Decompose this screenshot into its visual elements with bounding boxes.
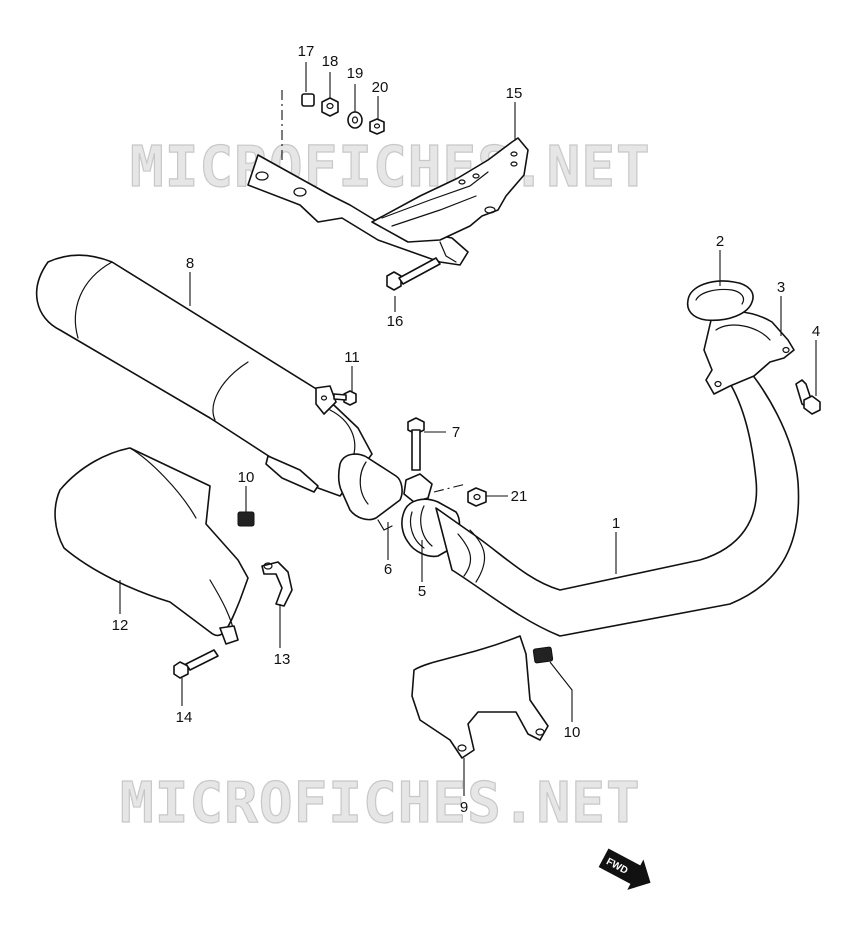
callout-12: 12: [112, 617, 129, 634]
nut-18: [321, 97, 339, 117]
callout-7: 7: [452, 424, 460, 441]
callout-3: 3: [777, 279, 785, 296]
callout-4: 4: [812, 323, 820, 340]
callout-8: 8: [186, 255, 194, 272]
callout-19: 19: [347, 65, 364, 82]
callout-21: 21: [511, 488, 528, 505]
bolt-16: [386, 257, 441, 291]
rubber-pad-10-lower: [532, 646, 554, 664]
muffler: [35, 254, 373, 497]
footrest-bracket: [247, 137, 529, 266]
callout-10-lower: 10: [564, 724, 581, 741]
bolt-11: [333, 390, 357, 406]
nut-20: [369, 118, 385, 135]
gasket-2: [686, 280, 754, 322]
rubber-pad-10-upper: [237, 511, 255, 527]
exhaust-pipe: [435, 363, 800, 637]
washer-19: [347, 111, 363, 129]
callout-15: 15: [506, 85, 523, 102]
callout-20: 20: [372, 79, 389, 96]
forward-arrow-icon: FWD: [598, 848, 651, 890]
callout-9: 9: [460, 799, 468, 816]
callout-13: 13: [274, 651, 291, 668]
bolt-7: [407, 417, 425, 471]
heat-shield: [54, 447, 249, 645]
callout-10-upper: 10: [238, 469, 255, 486]
shield-clamp: [261, 561, 293, 607]
collar-17: [301, 93, 315, 107]
callout-2: 2: [716, 233, 724, 250]
bolt-14: [173, 649, 219, 679]
nut-21: [467, 487, 487, 507]
watermark-top: MICROFICHES.NET: [130, 135, 651, 200]
callout-14: 14: [176, 709, 193, 726]
callout-labels: 17 18 19 20 15 16 8 2 3 4 11 7 10 21 1 6…: [112, 43, 821, 816]
callout-5: 5: [418, 583, 426, 600]
callout-11: 11: [344, 349, 360, 366]
dash-21: [433, 483, 467, 493]
callout-16: 16: [387, 313, 404, 330]
leader-lines: [119, 62, 817, 796]
watermark-bottom: MICROFICHES.NET: [120, 771, 641, 836]
bolt-4: [795, 379, 821, 415]
clamp-6: [337, 453, 433, 531]
callout-18: 18: [322, 53, 339, 70]
callout-1: 1: [612, 515, 620, 532]
callout-6: 6: [384, 561, 392, 578]
callout-17: 17: [298, 43, 315, 60]
lower-bracket: [411, 635, 549, 759]
